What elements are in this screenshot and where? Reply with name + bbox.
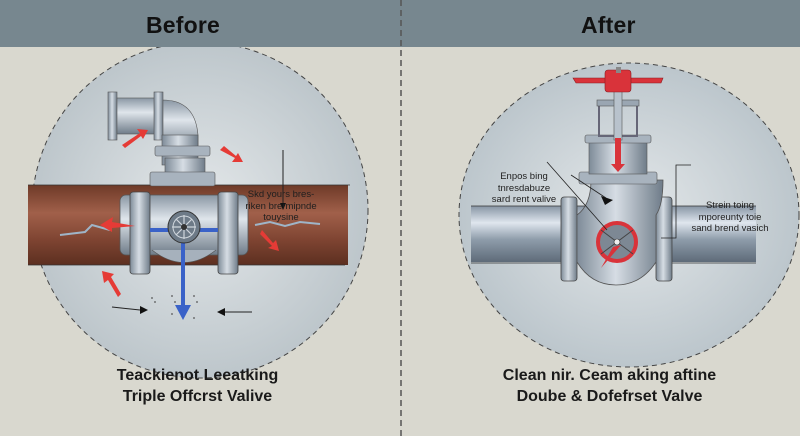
before-title: Before [146,12,221,38]
callout-line: sard rent valive [491,194,557,205]
after-callout-right: Strein toing mporeunty toie sand brend v… [684,200,776,235]
callout-line: mporeunty toie [698,211,762,223]
before-panel: Skd yours bres- riken brermipnde touysin… [0,47,399,436]
callout-line: Strein toing [705,200,755,211]
after-caption: Clean nir. Ceam aking aftine Doube & Dof… [410,365,800,407]
after-caption-line2: Doube & Dofefrset Valve [516,388,703,405]
before-caption-line1: Teackienot Leeatking [116,367,279,384]
triple-offset-valve-icon [28,47,369,379]
before-caption: Teackienot Leeatking Triple Offcrst Vali… [0,365,397,407]
callout-line: Enpos bing [500,171,548,182]
after-callout-left: Enpos bing tnresdabuze sard rent valive [474,171,574,206]
callout-line: riken brermipnde [245,200,317,212]
callout-line: touysine [263,212,299,223]
after-panel: Enpos bing tnresdabuze sard rent valive … [401,47,800,436]
before-caption-line2: Triple Offcrst Valive [122,388,273,405]
callout-line: tnresdabuze [497,182,551,194]
panel-divider [400,0,402,436]
before-callout: Skd yours bres- riken brermipnde touysin… [228,189,334,224]
after-caption-line1: Clean nir. Ceam aking aftine [502,367,717,384]
callout-line: sand brend vasich [691,223,769,234]
callout-line: Skd yours bres- [247,189,315,200]
gate-valve-icon [458,62,800,368]
after-title: After [581,12,636,38]
